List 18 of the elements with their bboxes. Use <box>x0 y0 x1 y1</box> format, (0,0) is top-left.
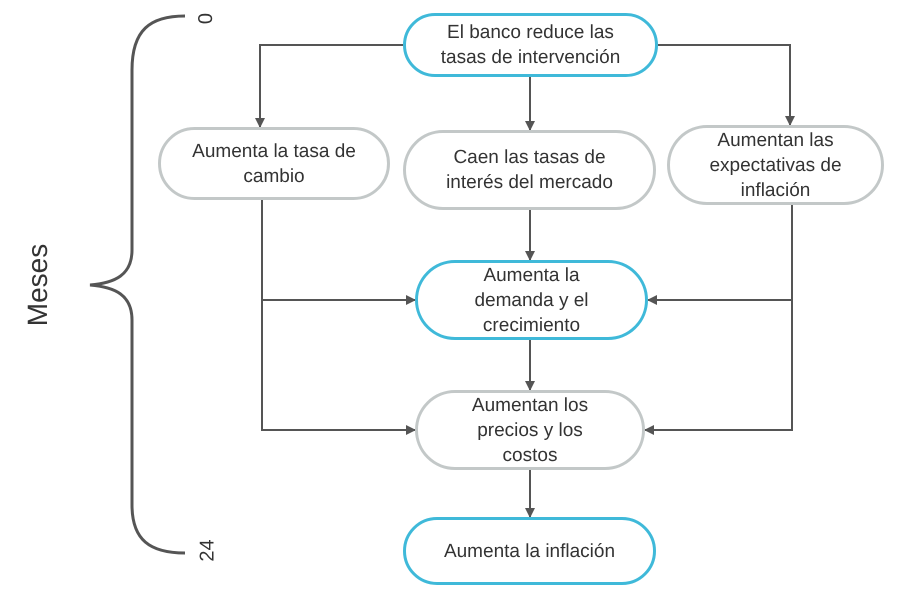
process-pill: Caen las tasas de interés del mercado <box>403 130 656 210</box>
arrow <box>644 205 793 435</box>
process-pill: El banco reduce las tasas de intervención <box>403 13 658 77</box>
arrow <box>255 44 403 128</box>
month-label: 0 <box>194 12 218 24</box>
process-pill: Aumentan las expectativas de inflación <box>667 125 884 205</box>
arrow <box>525 210 535 261</box>
arrow <box>525 340 535 391</box>
month-label: 24 <box>196 538 220 562</box>
arrow <box>658 44 795 126</box>
meses-axis-label: Meses <box>22 244 54 326</box>
process-pill: Aumentan los precios y los costos <box>415 390 645 470</box>
arrow <box>525 470 535 518</box>
process-pill: Aumenta la demanda y el crecimiento <box>415 260 648 340</box>
arrow <box>525 77 535 131</box>
process-pill: Aumenta la inflación <box>403 517 656 585</box>
arrow <box>261 200 416 435</box>
process-pill: Aumenta la tasa de cambio <box>158 127 390 200</box>
